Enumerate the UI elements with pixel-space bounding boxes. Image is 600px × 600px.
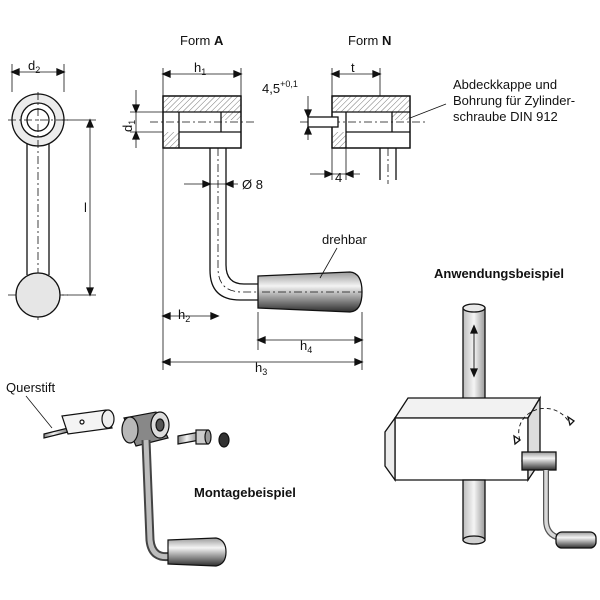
application-example <box>384 303 597 549</box>
dia8-label: Ø 8 <box>242 177 263 192</box>
note-line-2: Bohrung für Zylinder- <box>453 93 575 108</box>
d1-label: d1 <box>120 120 137 132</box>
four-label: 4 <box>335 170 342 185</box>
form-n-drawing <box>300 68 447 184</box>
form-a-drawing <box>130 68 364 370</box>
note-line-3: schraube DIN 912 <box>453 109 558 124</box>
drehbar-label: drehbar <box>322 232 367 247</box>
h3-label: h3 <box>255 360 267 377</box>
t-label: t <box>351 60 355 75</box>
montage-title: Montagebeispiel <box>194 485 296 500</box>
querstift-label: Querstift <box>6 380 56 395</box>
side-view-crank <box>8 64 96 320</box>
note-line-1: Abdeckkappe und <box>453 77 557 92</box>
assembly-example <box>25 395 230 567</box>
d2-label: d2 <box>28 58 40 75</box>
l-label: l <box>84 200 87 215</box>
anwendung-title: Anwendungsbeispiel <box>434 266 564 281</box>
h4-label: h4 <box>300 338 312 355</box>
form-n-title: Form N <box>348 33 391 48</box>
h2-label: h2 <box>178 307 190 324</box>
h1-label: h1 <box>194 60 206 77</box>
form-a-title: Form A <box>180 33 224 48</box>
tolerance-label: 4,5+0,1 <box>262 79 298 96</box>
